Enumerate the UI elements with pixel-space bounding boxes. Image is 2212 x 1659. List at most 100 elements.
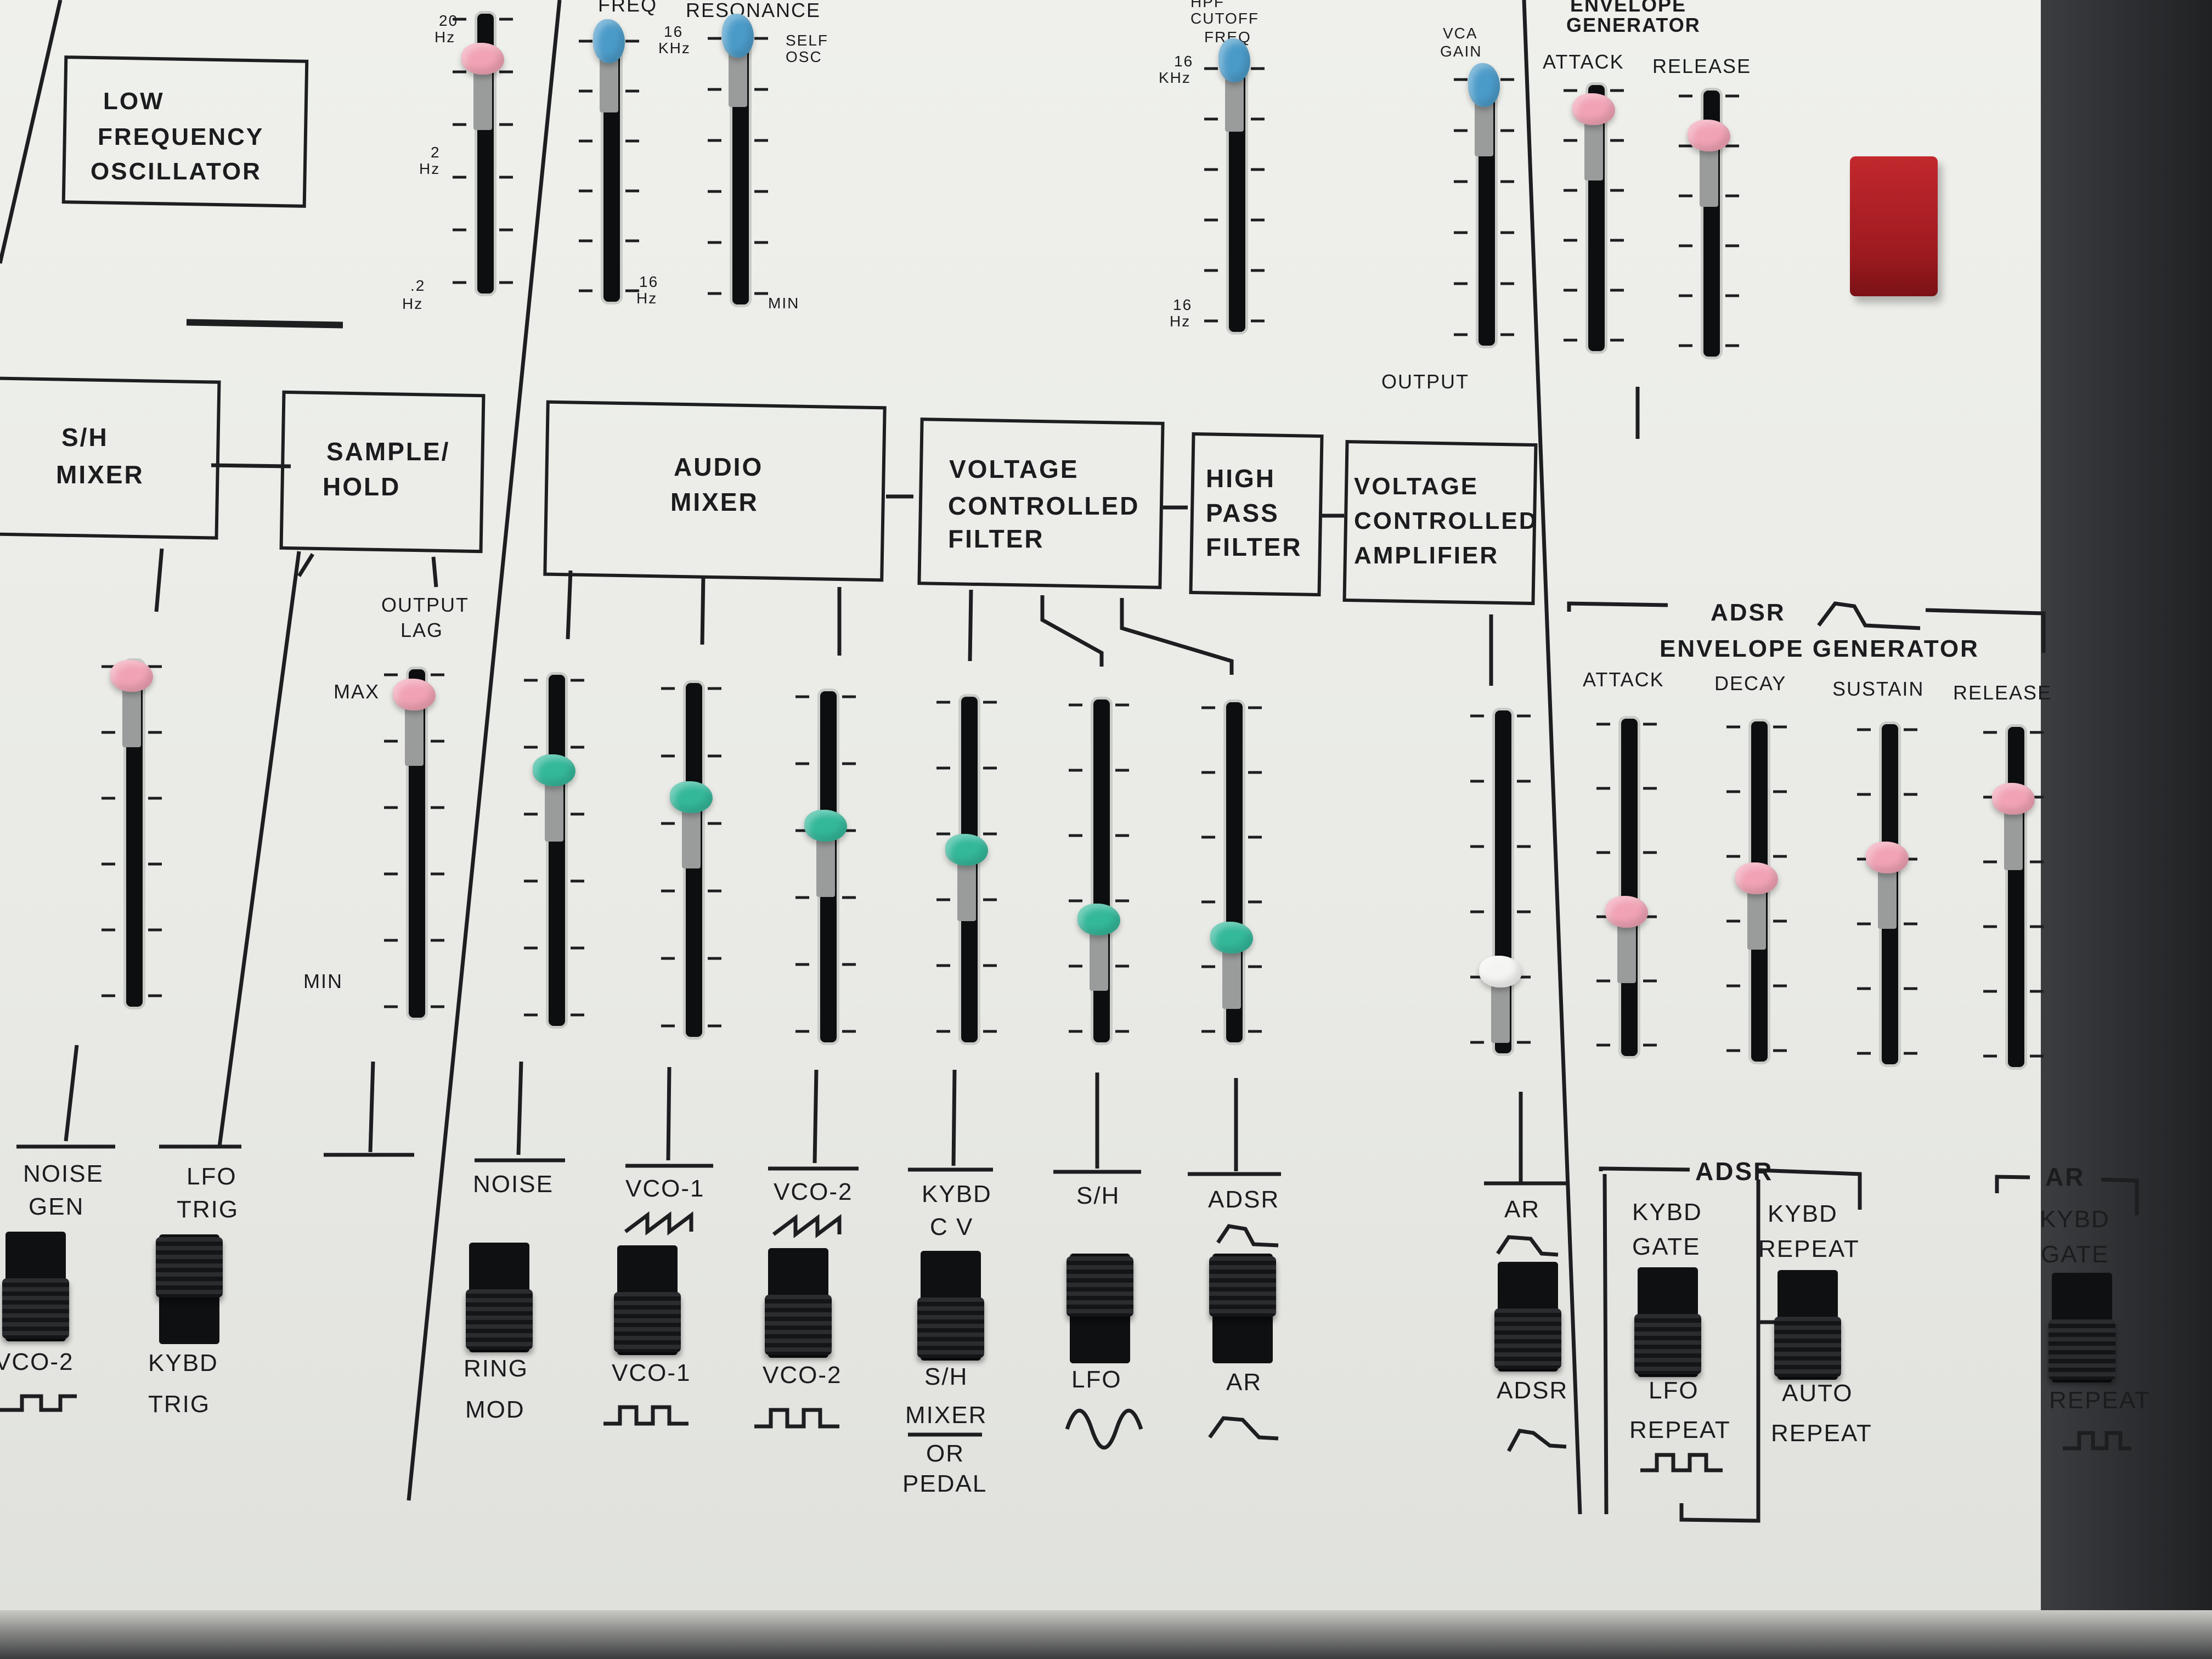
vca-title-3: AMPLIFIER <box>1354 542 1499 569</box>
adsr-decay-slider-stem <box>1747 889 1766 950</box>
adsr-decay-slider-knob[interactable] <box>1735 862 1778 895</box>
vca-gain-slider-knob[interactable] <box>1468 63 1500 107</box>
ar-env-title-2: GENERATOR <box>1566 14 1701 36</box>
vcf-kybd-cv-slider-knob[interactable] <box>945 833 988 866</box>
adsr-release-label: RELEASE <box>1953 681 2052 704</box>
hpf-label-1: HPF <box>1190 0 1224 10</box>
sh-mixer-block <box>0 376 221 540</box>
ar-attack-top-slider-knob[interactable] <box>1572 93 1615 125</box>
vca-ar-adsr-slider-knob[interactable] <box>1479 956 1522 988</box>
kybd-cv-switch-paddle[interactable] <box>917 1297 984 1358</box>
vcf-freq-slider-knob[interactable] <box>593 19 625 63</box>
kybd-gate-1: KYBD <box>1632 1199 1702 1226</box>
sw-ar-low: AR <box>1226 1369 1262 1396</box>
gate-ar-title: AR <box>2045 1163 2085 1191</box>
lag-min: MIN <box>303 970 343 992</box>
vcf-title-2: CONTROLLED <box>948 492 1140 520</box>
lfo-trig-switch-paddle[interactable] <box>156 1237 223 1297</box>
hpf-low: 16 <box>1173 296 1193 313</box>
ar-gate-switch-paddle[interactable] <box>2049 1319 2115 1380</box>
lfo-repeat-1: LFO <box>1649 1377 1699 1404</box>
lag-slider-knob[interactable] <box>393 678 436 710</box>
case-bottom-edge <box>0 1610 2212 1659</box>
vca-ar-adsr-slider-stem <box>1491 983 1510 1043</box>
ar-release-top-slider-knob[interactable] <box>1688 120 1730 152</box>
ar-release-top-slider-stem <box>1700 146 1718 207</box>
ar-kybd-2: GATE <box>2041 1241 2109 1268</box>
adsr-ar-switch[interactable] <box>1209 1254 1276 1363</box>
vca-label-1: VCA <box>1443 25 1478 42</box>
lfo-freq-mid: 2 <box>431 144 441 161</box>
osc-select-switch[interactable] <box>2 1232 69 1341</box>
osc-select-switch-paddle[interactable] <box>2 1278 69 1339</box>
vca-env-switch-paddle[interactable] <box>1494 1308 1561 1369</box>
vco1-mix-switch[interactable] <box>614 1245 681 1355</box>
vcf-sh-slider[interactable] <box>1091 697 1113 1045</box>
mixer-noise-slider-stem <box>545 781 563 842</box>
output-label: OUTPUT <box>1381 370 1469 393</box>
adsr-attack-slider-knob[interactable] <box>1605 895 1648 928</box>
kybd-gate-switch[interactable] <box>1634 1267 1701 1377</box>
vco2-mix-switch-paddle[interactable] <box>765 1295 832 1355</box>
power-button[interactable] <box>1850 156 1938 296</box>
hpf-title-1: HIGH <box>1206 464 1276 493</box>
adsr-sustain-slider-knob[interactable] <box>1866 842 1909 873</box>
adsr-release-slider-stem <box>2004 810 2023 871</box>
vcf-resonance-slider-knob[interactable] <box>722 13 754 58</box>
sw-or-pedal-1: OR <box>926 1440 964 1467</box>
kybd-repeat-switch[interactable] <box>1774 1270 1841 1380</box>
adsr-title-2: ENVELOPE GENERATOR <box>1660 635 1979 662</box>
mixer-noise-slider-knob[interactable] <box>533 754 575 787</box>
vcf-kybd-cv-slider-stem <box>957 860 976 921</box>
mixer-vco2-slider-knob[interactable] <box>804 809 847 842</box>
lfo-title-2: FREQUENCY <box>98 123 264 150</box>
sh-switch-paddle[interactable] <box>1066 1256 1133 1317</box>
adsr-release-slider-knob[interactable] <box>1992 783 2035 815</box>
audio-mixer-title-1: AUDIO <box>674 453 764 481</box>
sw-vco1-low: VCO-1 <box>612 1359 691 1386</box>
lfo-freq-mid-unit: Hz <box>419 160 441 177</box>
sw-or-pedal-2: PEDAL <box>902 1470 988 1497</box>
vco1-mix-switch-paddle[interactable] <box>614 1292 681 1352</box>
resonance-label: RESONANCE <box>686 0 821 21</box>
sh-mixer-slider-knob[interactable] <box>110 659 153 692</box>
ring-mod-switch-paddle[interactable] <box>466 1289 533 1350</box>
adsr-ar-switch-paddle[interactable] <box>1209 1256 1276 1317</box>
kybd-repeat-switch-paddle[interactable] <box>1774 1317 1841 1377</box>
vco2-mix-switch[interactable] <box>765 1248 832 1358</box>
adsr-attack-slider[interactable] <box>1618 716 1640 1059</box>
lfo-freq-slider-knob[interactable] <box>461 42 504 75</box>
resonance-top-2: OSC <box>786 48 822 65</box>
noise-gen-label-1: NOISE <box>23 1160 104 1187</box>
lag-slider-stem <box>405 705 424 766</box>
kybd-gate-switch-paddle[interactable] <box>1634 1314 1701 1374</box>
sw-lfo-low: LFO <box>1071 1366 1122 1393</box>
sh-switch[interactable] <box>1066 1254 1133 1363</box>
vcf-freq-low-unit: Hz <box>636 290 658 307</box>
hpf-cutoff-slider-knob[interactable] <box>1218 38 1250 82</box>
sh-mixer-title-1: S/H <box>61 423 109 452</box>
sw-adsr-low: ADSR <box>1497 1377 1568 1404</box>
vcf-sh-slider-knob[interactable] <box>1077 904 1120 936</box>
mixer-noise-slider[interactable] <box>546 672 568 1029</box>
vca-title-1: VOLTAGE <box>1354 473 1479 500</box>
vcf-adsr-slider-knob[interactable] <box>1210 922 1253 953</box>
kybd-cv-label-1: KYBD <box>922 1181 992 1207</box>
ar-kybd-1: KYBD <box>2040 1206 2110 1233</box>
vca-label-2: GAIN <box>1440 43 1482 60</box>
hpf-top: 16 <box>1174 53 1194 70</box>
sample-hold-title-1: SAMPLE/ <box>326 437 450 466</box>
kybd-repeat-2: REPEAT <box>1758 1235 1860 1262</box>
adsr-release-slider[interactable] <box>2005 724 2027 1070</box>
lfo-freq-low: .2 <box>410 277 426 294</box>
ring-mod-switch[interactable] <box>466 1243 533 1352</box>
adsr-decay-label: DECAY <box>1714 672 1787 695</box>
lfo-trig-switch[interactable] <box>156 1234 223 1344</box>
vca-env-switch[interactable] <box>1494 1262 1561 1372</box>
adsr-sustain-slider-stem <box>1878 868 1897 929</box>
case-side <box>2041 0 2212 1659</box>
sample-hold-title-2: HOLD <box>323 472 401 501</box>
mixer-vco1-slider-knob[interactable] <box>670 781 713 813</box>
ar-gate-switch[interactable] <box>2049 1273 2115 1383</box>
kybd-cv-switch[interactable] <box>917 1251 984 1361</box>
